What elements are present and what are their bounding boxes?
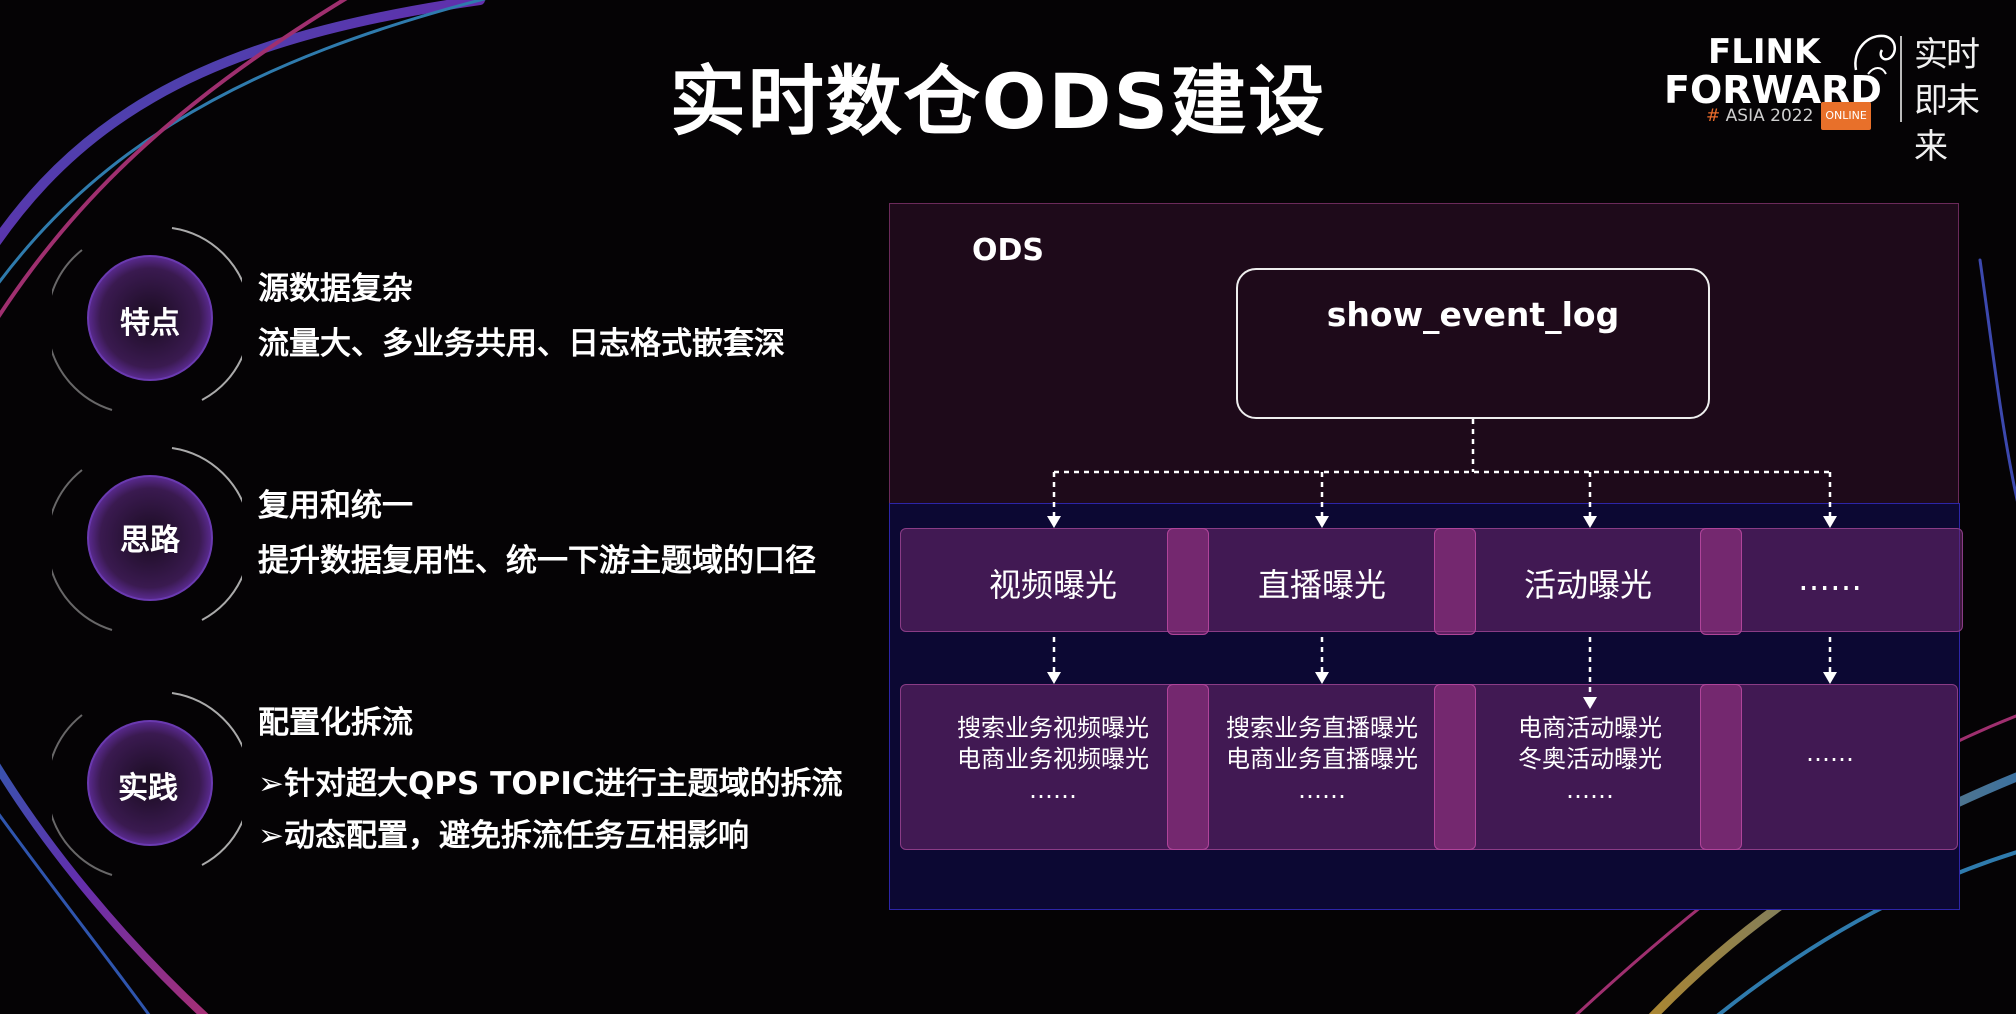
ods-label: ODS	[972, 233, 1045, 268]
logo-slogan: 实时即未来	[1914, 35, 1980, 167]
subcategory-item: 搜索业务直播曝光	[1226, 714, 1418, 742]
approach-line: 提升数据复用性、统一下游主题域的口径	[258, 543, 816, 579]
practice-heading: 配置化拆流	[258, 705, 413, 741]
category-row	[900, 528, 1963, 632]
subcategory-divider	[1434, 684, 1476, 850]
subcategory-activity: 电商活动曝光 冬奥活动曝光 ……	[1460, 713, 1720, 806]
category-video: 视频曝光	[988, 566, 1117, 604]
subcategory-item: 电商活动曝光	[1518, 714, 1662, 742]
page-title: 实时数仓ODS建设	[669, 57, 1327, 146]
approach-heading: 复用和统一	[258, 488, 413, 524]
subcategory-item: ……	[1566, 776, 1614, 804]
subcategory-item: 冬奥活动曝光	[1518, 745, 1662, 773]
practice-line-1: ➢针对超大QPS TOPIC进行主题域的拆流	[258, 766, 843, 802]
logo-event-name: ASIA 2022	[1725, 106, 1814, 126]
category-divider	[1167, 528, 1209, 635]
category-divider	[1700, 528, 1742, 635]
squirrel-icon	[1854, 34, 1897, 75]
subcategory-row	[900, 684, 1958, 850]
category-more: ……	[1798, 560, 1862, 598]
practice-circle	[52, 692, 242, 876]
logo-online-badge: ONLINE	[1821, 102, 1871, 130]
logo-hash: #	[1706, 106, 1721, 126]
features-heading: 源数据复杂	[258, 271, 413, 307]
logo-event: # ASIA 2022 ONLINE	[1706, 102, 1871, 130]
circle-label-practice: 实践	[118, 771, 178, 806]
subcategory-item: ……	[1298, 776, 1346, 804]
subcategory-item: ……	[1029, 776, 1077, 804]
subcategory-item: 搜索业务视频曝光	[957, 714, 1149, 742]
approach-circle	[52, 447, 242, 631]
subcategory-divider	[1700, 684, 1742, 850]
subcategory-item: ……	[1806, 739, 1854, 767]
logo-flink: FLINK	[1708, 32, 1821, 72]
circle-label-features: 特点	[120, 306, 180, 341]
category-activity: 活动曝光	[1523, 566, 1652, 604]
subcategory-more: ……	[1700, 738, 1960, 769]
circle-label-approach: 思路	[120, 523, 180, 558]
category-divider	[1434, 528, 1476, 635]
source-log-box	[1236, 268, 1710, 419]
practice-line-2: ➢动态配置，避免拆流任务互相影响	[258, 818, 749, 854]
subcategory-divider	[1167, 684, 1209, 850]
source-log-name: show_event_log	[1326, 295, 1620, 334]
category-live: 直播曝光	[1257, 566, 1386, 604]
features-line: 流量大、多业务共用、日志格式嵌套深	[258, 326, 785, 362]
subcategory-video: 搜索业务视频曝光 电商业务视频曝光 ……	[923, 713, 1183, 806]
feature-circle	[52, 227, 242, 411]
logo-divider	[1900, 36, 1902, 122]
subcategory-item: 电商业务视频曝光	[957, 745, 1149, 773]
subcategory-item: 电商业务直播曝光	[1226, 745, 1418, 773]
subcategory-live: 搜索业务直播曝光 电商业务直播曝光 ……	[1192, 713, 1452, 806]
